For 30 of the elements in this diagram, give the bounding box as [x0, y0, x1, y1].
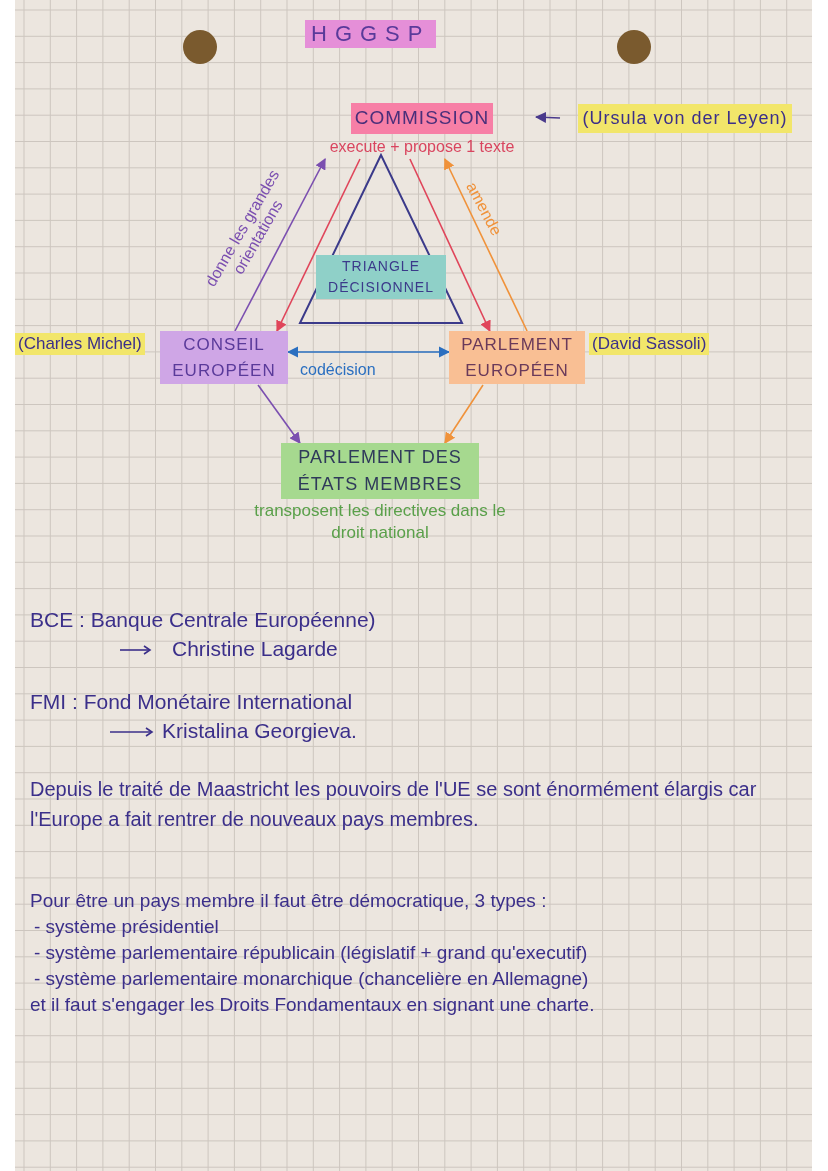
note-text: Kristalina Georgieva.	[162, 719, 357, 743]
note-paragraph: Depuis le traité de Maastricht les pouvoirs de l'UE se sont énormément élargis car l'Europe a fait rentrer de nouveaux pays membres.	[30, 777, 758, 832]
triangle-title: TRIANGLE DÉCISIONNEL	[316, 255, 446, 299]
person-name: (Charles Michel)	[15, 333, 145, 355]
note-text: - système parlementaire républicain (législatif + grand qu'executif)	[34, 942, 588, 964]
note-text: Christine Lagarde	[172, 637, 338, 661]
role-note: execute + propose 1 texte	[328, 136, 516, 157]
note-text: - système parlementaire monarchique (chancelière en Allemagne)	[34, 968, 589, 990]
edge-label: codécision	[300, 361, 376, 379]
arrow	[234, 158, 326, 332]
note-text: FMI : Fond Monétaire International	[30, 690, 353, 714]
arrow	[276, 158, 361, 332]
institution-label: CONSEIL EUROPÉEN	[160, 331, 288, 384]
role-note: transposent les directives dans le droit national	[253, 500, 507, 545]
note-text: et il faut s'engager les Droits Fondamentaux en signant une charte.	[30, 994, 595, 1016]
page-title: HGGSP	[305, 20, 437, 48]
arrow	[444, 158, 528, 332]
arrow	[409, 158, 491, 332]
note-text: Pour être un pays membre il faut être démocratique, 3 types :	[30, 890, 547, 912]
institution-label: COMMISSION	[350, 103, 494, 134]
note-text: - système présidentiel	[34, 916, 219, 938]
person-name: (Ursula von der Leyen)	[578, 104, 792, 133]
arrow	[534, 111, 561, 123]
note-text: BCE : Banque Centrale Européenne)	[30, 608, 376, 632]
arrow	[444, 384, 484, 444]
institution-label: PARLEMENT DES ÉTATS MEMBRES	[281, 443, 479, 499]
person-name: (David Sassoli)	[589, 333, 710, 355]
triangle-shape	[300, 155, 462, 323]
arrow	[257, 384, 301, 444]
institution-label: PARLEMENT EUROPÉEN	[449, 331, 585, 384]
